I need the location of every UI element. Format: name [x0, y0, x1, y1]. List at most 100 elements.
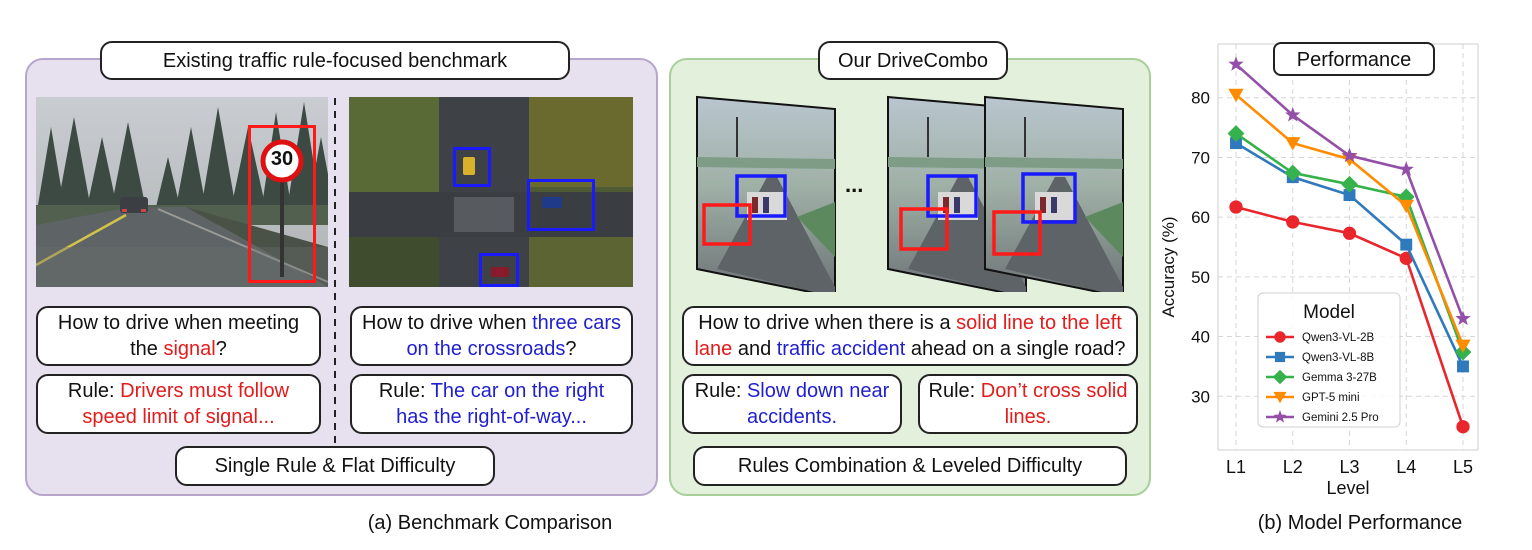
x-tick-label: L5: [1453, 457, 1473, 477]
frame-1: [696, 96, 836, 292]
data-point: [1286, 215, 1300, 229]
data-point: [1341, 147, 1358, 163]
data-point: [1285, 107, 1301, 122]
rule-prefix: Rule:: [928, 380, 981, 402]
data-point: [1228, 88, 1244, 103]
question-suffix: ?: [215, 338, 227, 360]
caption-model-performance: (b) Model Performance: [1257, 512, 1463, 534]
rule-box-solid-lines: Rule: Don’t cross solid lines.: [918, 374, 1138, 434]
data-point: [1397, 188, 1415, 206]
highway-photo: 30: [36, 97, 328, 287]
legend-marker: [1274, 331, 1286, 343]
y-tick-label: 30: [1191, 387, 1210, 406]
y-tick-label: 60: [1191, 208, 1210, 227]
data-point: [1227, 125, 1245, 142]
frame-3: [984, 96, 1124, 292]
legend-marker: [1273, 410, 1287, 423]
panel-a-footer-text: Single Rule & Flat Difficulty: [214, 455, 456, 477]
panel-b-title: Our DriveCombo: [818, 41, 1008, 80]
question-box-combo: How to drive when there is a solid line …: [682, 306, 1138, 366]
rule-box-speed-limit: Rule: Drivers must follow speed limit of…: [36, 374, 321, 434]
panel-b-footer-text: Rules Combination & Leveled Difficulty: [737, 455, 1083, 477]
x-tick-label: L3: [1339, 457, 1359, 477]
rule-text-right-of-way: Rule: The car on the right has the right…: [362, 378, 621, 430]
panel-b-title-text: Our DriveCombo: [837, 49, 989, 72]
y-tick-label: 80: [1191, 89, 1210, 108]
blue-highlight-box-car2: [527, 179, 595, 231]
x-tick-label: L4: [1396, 457, 1416, 477]
question-text-combo: How to drive when there is a solid line …: [688, 310, 1132, 362]
frames-ellipsis: ...: [845, 172, 864, 197]
rule-text-accidents: Rule: Slow down near accidents.: [692, 378, 892, 430]
legend-label: Gemma 3-27B: [1302, 372, 1377, 384]
y-tick-label: 70: [1191, 148, 1210, 167]
data-point: [1342, 226, 1357, 240]
rule-text-solid-lines: Rule: Don’t cross solid lines.: [928, 378, 1128, 430]
question-highlight: signal: [163, 338, 216, 360]
question-text-signal: How to drive when meeting the signal?: [48, 310, 309, 362]
data-point: [1398, 199, 1414, 214]
blue-highlight-box-car3: [479, 253, 519, 287]
x-axis-label: Level: [1326, 478, 1369, 498]
question-highlight-solid-line: solid line to the left lane: [694, 312, 1122, 360]
rule-text: Don’t cross solid lines.: [980, 380, 1128, 428]
x-tick-label: L1: [1226, 457, 1246, 477]
red-highlight-box: [248, 125, 316, 283]
legend-label: GPT-5 mini: [1302, 392, 1360, 404]
data-point: [1455, 310, 1471, 326]
question-text: How to drive when there is a: [698, 312, 957, 334]
question-suffix: ?: [565, 338, 577, 360]
video-frames: [696, 96, 1124, 292]
data-point: [1456, 420, 1470, 434]
panel-a-title-text: Existing traffic rule-focused benchmark: [162, 49, 508, 72]
data-point: [1343, 189, 1356, 202]
rule-text: The car on the right has the right-of-wa…: [396, 380, 605, 428]
rule-box-right-of-way: Rule: The car on the right has the right…: [350, 374, 633, 434]
question-text: How to drive when meeting the: [57, 312, 300, 360]
rule-text: Drivers must follow speed limit of signa…: [82, 380, 290, 428]
highway-scene: [36, 97, 328, 287]
y-axis-label: Accuracy (%): [1159, 216, 1178, 317]
data-point: [1400, 238, 1413, 251]
legend-label: Qwen3-VL-8B: [1302, 352, 1375, 364]
question-suffix: ahead on a single road?: [905, 338, 1126, 360]
rule-text-speed-limit: Rule: Drivers must follow speed limit of…: [48, 378, 309, 430]
legend-marker: [1272, 369, 1288, 385]
panel-a-footer: Single Rule & Flat Difficulty: [175, 446, 495, 486]
question-highlight: three cars on the crossroads: [406, 312, 622, 360]
legend-box: [1257, 292, 1401, 428]
y-tick-label: 50: [1191, 268, 1210, 287]
chart-title: Performance: [1297, 49, 1412, 71]
blue-highlight-box-car1: [453, 147, 491, 187]
crossroads-aerial-photo: [349, 97, 633, 287]
rule-prefix: Rule:: [378, 380, 431, 402]
legend-label: Gemini 2.5 Pro: [1302, 412, 1379, 424]
speed-limit-sign-text: 30: [270, 148, 294, 170]
question-box-crossroads: How to drive when three cars on the cros…: [350, 306, 633, 366]
data-point: [1230, 137, 1242, 150]
chart-title-box: [1273, 42, 1435, 76]
rule-text: Slow down near accidents.: [746, 380, 890, 428]
x-tick-label: L2: [1283, 457, 1303, 477]
data-point: [1457, 360, 1469, 373]
crossroads-scene: [349, 97, 633, 287]
question-connector: and: [732, 338, 777, 360]
rule-prefix: Rule:: [694, 380, 747, 402]
data-point: [1228, 56, 1244, 71]
data-point: [1284, 164, 1302, 182]
dashed-separator: [334, 98, 336, 448]
caption-benchmark-comparison: (a) Benchmark Comparison: [367, 512, 613, 534]
data-point: [1229, 200, 1243, 214]
legend-title: Model: [1303, 302, 1355, 323]
data-point: [1398, 161, 1414, 176]
data-point: [1341, 175, 1358, 193]
panel-a-title: Existing traffic rule-focused benchmark: [100, 41, 570, 80]
legend-marker: [1274, 351, 1286, 363]
question-highlight-accident: traffic accident: [776, 338, 906, 360]
rule-box-accidents: Rule: Slow down near accidents.: [682, 374, 902, 434]
legend-label: Qwen3-VL-2B: [1302, 332, 1375, 344]
question-text: How to drive when: [362, 312, 533, 334]
y-tick-label: 40: [1191, 328, 1210, 347]
data-point: [1285, 137, 1301, 151]
